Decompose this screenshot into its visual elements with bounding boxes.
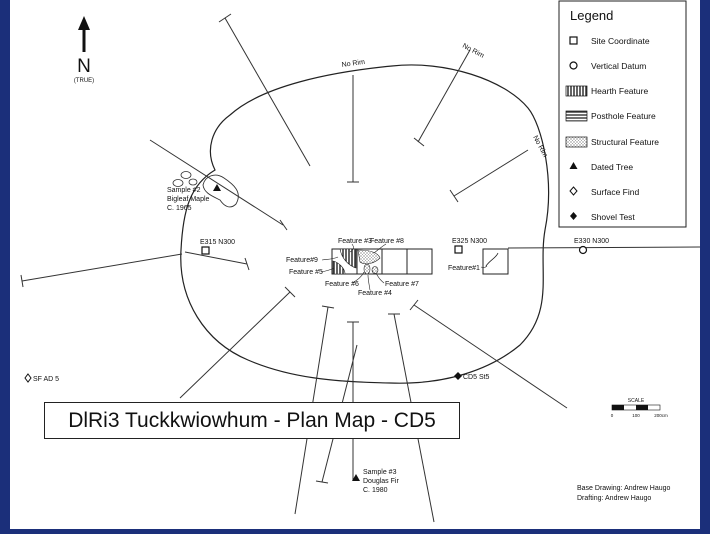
legend-item-shovel-test: Shovel Test	[591, 212, 635, 222]
north-arrow-icon	[78, 16, 90, 30]
feature-1-outline	[485, 252, 499, 267]
slide-frame-right	[700, 0, 710, 529]
credit-drafting: Drafting: Andrew Haugo	[577, 495, 651, 502]
sample-2-line-2: Bigleaf Maple	[167, 196, 210, 203]
dated-tree-3-icon	[352, 474, 360, 481]
north-letter: N	[77, 56, 91, 77]
rim-label-3: No Rim	[531, 135, 548, 159]
legend-hearth-icon	[565, 85, 588, 97]
legend-vertical-datum-icon	[569, 61, 578, 70]
legend-item-surface-find: Surface Find	[591, 187, 639, 197]
label-feature-6: Feature #6	[325, 281, 359, 288]
site-rim-outline	[180, 64, 550, 384]
sample-2-group	[172, 171, 239, 208]
feature-shapes	[332, 248, 499, 275]
label-feature-7: Feature #7	[385, 281, 419, 288]
scale-tick-100: 100	[632, 413, 640, 418]
sample-3-line-3: C. 1980	[363, 487, 388, 494]
site-coordinate-e325-icon	[454, 245, 463, 254]
structural-feature-6	[363, 263, 371, 275]
structural-feature-8	[357, 249, 381, 265]
map-title: DlRi3 Tuckkwiowhum - Plan Map - CD5	[68, 408, 436, 432]
surface-find-label: SF AD 5	[33, 376, 59, 383]
label-feature-8: Feature #8	[370, 238, 404, 245]
rim-label-2: No Rim	[461, 43, 485, 60]
label-feature-4: Feature #4	[358, 290, 392, 297]
shovel-test-label: CD5 St5	[463, 374, 490, 381]
legend-site-coordinate-icon	[569, 36, 578, 45]
legend-item-vertical-datum: Vertical Datum	[591, 61, 646, 71]
label-feature-5: Feature #5	[289, 269, 323, 276]
legend-dated-tree-icon	[569, 162, 578, 169]
legend-shovel-test-icon	[570, 212, 577, 220]
slide-frame-left	[0, 0, 10, 529]
sample-2-line-3: C. 1965	[167, 205, 192, 212]
scale-bar: SCALE 0 100 200cm	[611, 398, 668, 418]
surface-find-icon	[24, 373, 32, 383]
legend-surface-find-icon	[569, 186, 578, 196]
label-feature-3: Feature #3	[338, 238, 372, 245]
sample-3-line-2: Douglas Fir	[363, 478, 399, 485]
sample-2-line-1: Sample #2	[167, 187, 201, 194]
label-feature-1: Feature#1	[448, 265, 480, 272]
legend-item-hearth: Hearth Feature	[591, 86, 648, 96]
legend-box: Legend Site Coordinate Vertical Datum He…	[558, 0, 687, 228]
legend-item-posthole: Posthole Feature	[591, 111, 656, 121]
legend-item-dated-tree: Dated Tree	[591, 162, 633, 172]
shovel-test-icon	[454, 372, 462, 380]
scale-label: SCALE	[628, 398, 645, 404]
north-arrow: N (TRUE)	[74, 16, 94, 84]
coord-e325: E325 N300	[452, 238, 487, 245]
dated-tree-2-icon	[213, 184, 221, 191]
north-true-label: (TRUE)	[74, 78, 94, 84]
scale-tick-200: 200cm	[654, 413, 668, 418]
structural-feature-7	[371, 266, 379, 274]
legend-structural-icon	[565, 136, 588, 148]
hearth-feature-3	[339, 248, 357, 269]
feature-leaders	[320, 243, 488, 291]
site-plan-map: N (TRUE)	[20, 0, 703, 523]
legend-posthole-icon	[565, 110, 588, 122]
hearth-feature-5	[332, 260, 346, 275]
scale-tick-0: 0	[611, 413, 614, 418]
coord-e315: E315 N300	[200, 239, 235, 246]
legend-item-structural: Structural Feature	[591, 137, 659, 147]
rim-label-1: No Rim	[341, 59, 365, 69]
map-sheet: N (TRUE)	[10, 0, 703, 529]
map-title-box: DlRi3 Tuckkwiowhum - Plan Map - CD5	[44, 402, 460, 439]
legend-title: Legend	[570, 8, 613, 23]
coord-e330: E330 N300	[574, 238, 609, 245]
sample-3-line-1: Sample #3	[363, 469, 397, 476]
credit-base-drawing: Base Drawing: Andrew Haugo	[577, 485, 670, 492]
excavation-units	[331, 248, 509, 275]
label-feature-9: Feature#9	[286, 257, 318, 264]
site-coordinate-e315-icon	[201, 246, 210, 255]
legend-item-site-coordinate: Site Coordinate	[591, 36, 650, 46]
vertical-datum-icon	[578, 245, 588, 255]
